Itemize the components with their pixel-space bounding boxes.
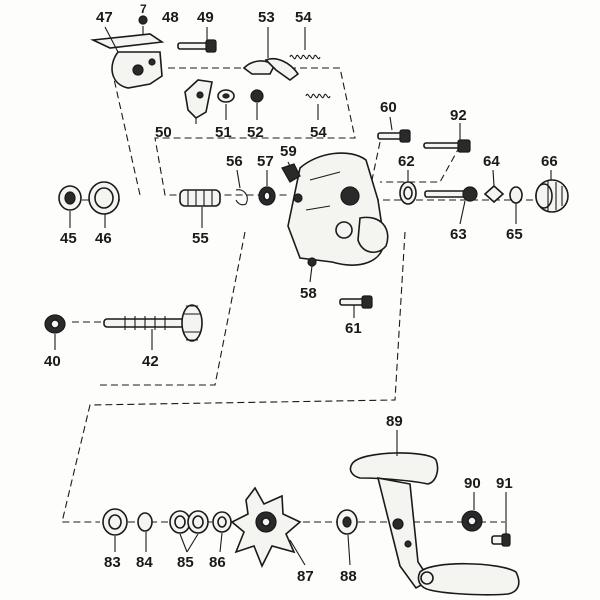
- part-62-washer: [399, 181, 417, 205]
- part-90-nut: [461, 510, 483, 532]
- part-56-clip: [235, 189, 248, 206]
- label-84: 84: [136, 554, 153, 571]
- part-91-screw: [491, 533, 511, 547]
- label-54-bottom: 54: [310, 124, 327, 141]
- part-labels: 47 7 48 49 53 54 50 51 52 54 60 92 56 57…: [44, 2, 558, 585]
- label-91: 91: [496, 475, 513, 492]
- part-47-plate: [90, 33, 165, 89]
- label-40: 40: [44, 353, 61, 370]
- part-84-washer: [137, 512, 153, 532]
- leader-lines: [54, 26, 552, 566]
- label-54-top: 54: [295, 9, 312, 26]
- label-58: 58: [300, 285, 317, 302]
- label-7: 7: [140, 2, 147, 16]
- label-62: 62: [398, 153, 415, 170]
- label-51: 51: [215, 124, 232, 141]
- label-64: 64: [483, 153, 500, 170]
- label-89: 89: [386, 413, 403, 430]
- part-42-drive-gear: [103, 304, 203, 342]
- label-59: 59: [280, 143, 297, 160]
- label-49: 49: [197, 9, 214, 26]
- part-50-bracket: [184, 79, 213, 120]
- label-55: 55: [192, 230, 209, 247]
- part-46-bearing: [88, 181, 120, 215]
- part-48-screw: [138, 15, 148, 25]
- part-49-bolt: [177, 39, 217, 53]
- part-89-handle: [349, 452, 520, 596]
- label-61: 61: [345, 320, 362, 337]
- label-66: 66: [541, 153, 558, 170]
- part-60-bolt: [377, 129, 411, 143]
- part-51-washer: [217, 89, 235, 103]
- label-83: 83: [104, 554, 121, 571]
- label-50: 50: [155, 124, 172, 141]
- label-92: 92: [450, 107, 467, 124]
- label-45: 45: [60, 230, 77, 247]
- part-55-pinion-gear: [179, 189, 221, 207]
- label-56: 56: [226, 153, 243, 170]
- label-65: 65: [506, 226, 523, 243]
- part-61-bolt: [339, 295, 373, 309]
- part-64-spring: [483, 184, 505, 204]
- label-42: 42: [142, 353, 159, 370]
- part-54-spring-top: [289, 54, 321, 60]
- part-83-bearing: [102, 508, 128, 536]
- label-48: 48: [162, 9, 179, 26]
- part-86-washer: [212, 511, 232, 533]
- part-87-star-drag: [230, 486, 302, 568]
- part-58-frame: [287, 152, 389, 267]
- part-65-washer: [509, 186, 523, 204]
- label-47: 47: [96, 9, 113, 26]
- label-60: 60: [380, 99, 397, 116]
- part-57-nut: [258, 186, 276, 206]
- label-87: 87: [297, 568, 314, 585]
- part-54-spring-bottom: [305, 93, 331, 99]
- part-40-bearing: [44, 314, 66, 334]
- part-53-spring-arm: [242, 58, 300, 81]
- label-57: 57: [257, 153, 274, 170]
- label-88: 88: [340, 568, 357, 585]
- label-90: 90: [464, 475, 481, 492]
- part-52-nut: [250, 89, 264, 103]
- label-46: 46: [95, 230, 112, 247]
- label-63: 63: [450, 226, 467, 243]
- part-85-bearing-pair: [169, 510, 209, 534]
- label-85: 85: [177, 554, 194, 571]
- part-92-bolt: [423, 139, 471, 153]
- label-52: 52: [247, 124, 264, 141]
- part-63-shaft: [424, 186, 478, 202]
- part-88-nut: [336, 509, 358, 535]
- part-66-knob: [535, 179, 569, 213]
- part-45-bearing: [58, 185, 82, 211]
- label-86: 86: [209, 554, 226, 571]
- label-53: 53: [258, 9, 275, 26]
